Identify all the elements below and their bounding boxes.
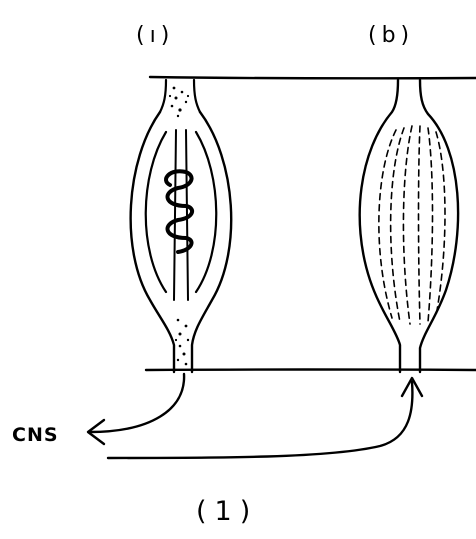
spindle-a-annulospiral-coil [166, 171, 192, 252]
spindle-a-stipple-top [169, 87, 189, 118]
top-attachment-line [150, 77, 476, 78]
spindle-a-inner-capsule [146, 132, 217, 292]
arrow-spindle-a-to-cns [90, 374, 184, 432]
spindle-a [131, 80, 232, 372]
panel-label-a: (ı) [136, 23, 174, 48]
spindle-a-central-fiber [174, 130, 188, 300]
spindle-b [360, 80, 458, 372]
cns-connections [88, 374, 422, 458]
spindle-b-dashed-fibers [379, 126, 445, 324]
figure-number: (1) [196, 496, 258, 527]
spindle-a-top-neck-left [160, 80, 166, 112]
spindle-a-stipple-bottom [175, 319, 189, 366]
spindle-a-top-neck-right [194, 80, 200, 112]
bottom-attachment-line [146, 370, 476, 371]
spindle-b-outline [360, 80, 458, 372]
panel-label-b: (b) [368, 23, 414, 48]
cns-label: CNS [12, 424, 59, 446]
